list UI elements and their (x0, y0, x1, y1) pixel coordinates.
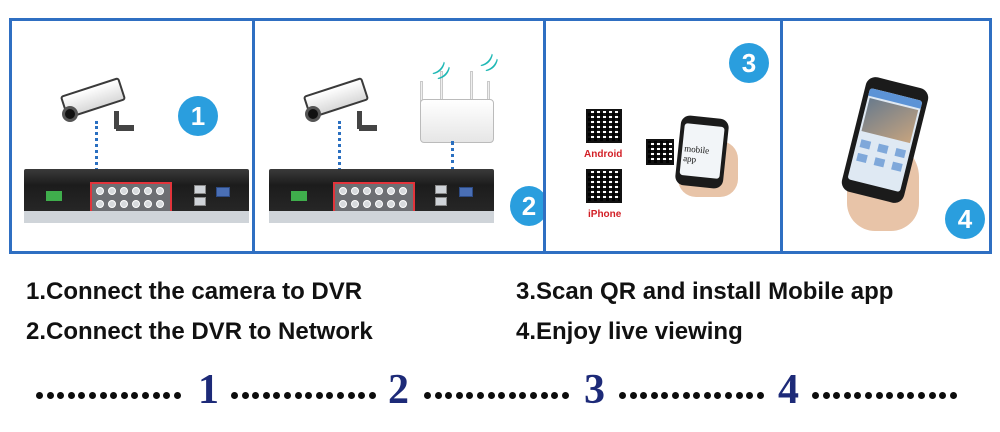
iphone-label: iPhone (588, 209, 622, 220)
qr-code-scanned (646, 139, 674, 165)
smartphone-icon: mobile app (674, 114, 730, 190)
wifi-signal-icon: )) (429, 59, 455, 84)
dvr-recorder-icon (269, 169, 494, 223)
progress-step-3: 3 (584, 367, 605, 413)
step-4-caption: 4.Enjoy live viewing (516, 318, 743, 345)
progress-dots (812, 384, 960, 399)
panel-live-viewing: 4 (783, 21, 989, 251)
progress-step-1: 1 (198, 367, 219, 413)
progress-dots (424, 384, 572, 399)
panel-divider (780, 21, 783, 251)
panel-divider (543, 21, 546, 251)
panel-connect-network: )) )) 2 (255, 21, 543, 251)
panel-connect-camera: 1 (12, 21, 252, 251)
step-badge-3: 3 (729, 43, 769, 83)
step-3-caption: 3.Scan QR and install Mobile app (516, 278, 894, 305)
connection-line (338, 121, 341, 171)
panel-scan-qr: Android iPhone mobile app 3 (546, 21, 780, 251)
step-2-caption: 2.Connect the DVR to Network (26, 318, 373, 345)
progress-dots (36, 384, 184, 399)
step-badge-4: 4 (945, 199, 985, 239)
steps-illustration-strip: 1 )) )) (9, 18, 992, 254)
panel-divider (252, 21, 255, 251)
progress-step-4: 4 (778, 367, 799, 413)
wifi-signal-icon: )) (477, 51, 503, 76)
connection-line (95, 121, 98, 171)
mobile-app-label: mobile app (682, 143, 710, 165)
progress-dots (619, 384, 767, 399)
progress-step-2: 2 (388, 367, 409, 413)
step-badge-1: 1 (178, 96, 218, 136)
connection-line (451, 141, 454, 171)
dvr-recorder-icon (24, 169, 249, 223)
progress-dots (231, 384, 379, 399)
step-1-caption: 1.Connect the camera to DVR (26, 278, 363, 305)
android-label: Android (584, 149, 623, 160)
step-badge-2: 2 (510, 186, 543, 226)
qr-code-android (586, 109, 622, 143)
qr-code-iphone (586, 169, 622, 203)
